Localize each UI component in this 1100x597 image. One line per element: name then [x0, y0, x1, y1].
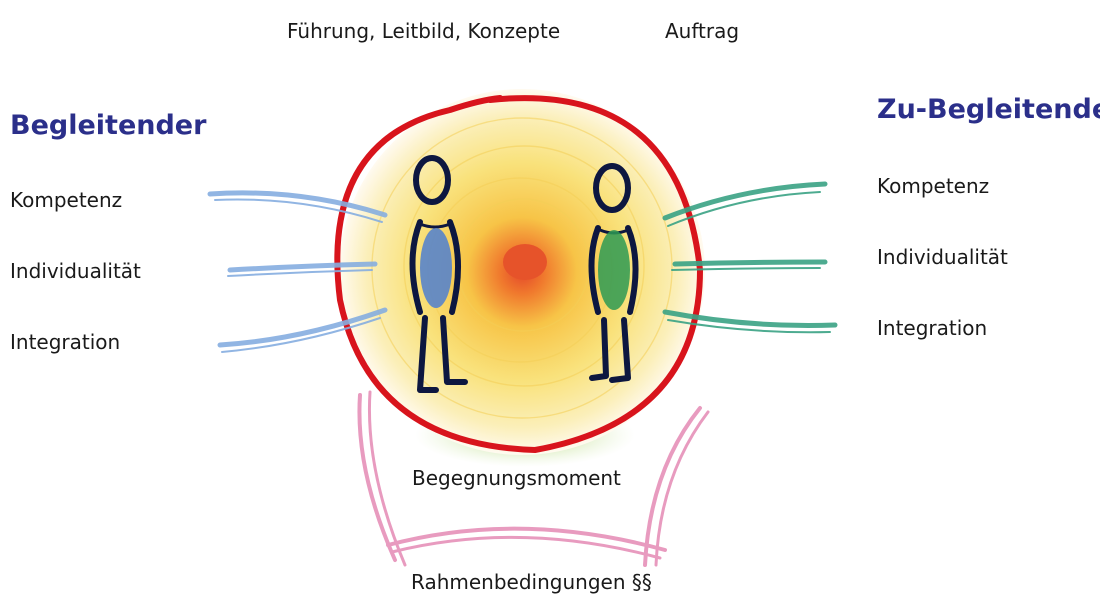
mission-label: Auftrag [665, 19, 739, 43]
leadership-label: Führung, Leitbild, Konzepte [287, 19, 560, 43]
encounter-label: Begegnungsmoment [412, 466, 621, 490]
companion-competence: Kompetenz [10, 188, 122, 212]
companion-figure-body [420, 228, 452, 308]
accompanied-competence: Kompetenz [877, 174, 989, 198]
companion-integration: Integration [10, 330, 120, 354]
framework-label: Rahmenbedingungen §§ [411, 570, 652, 594]
companion-individuality: Individualität [10, 259, 141, 283]
center-core [503, 244, 547, 280]
accompanied-heading: Zu-Begleitender [877, 94, 1100, 125]
companion-heading: Begleitender [10, 110, 206, 141]
accompanied-integration: Integration [877, 316, 987, 340]
accompanied-individuality: Individualität [877, 245, 1008, 269]
companion-partner-figure-body [598, 230, 630, 310]
